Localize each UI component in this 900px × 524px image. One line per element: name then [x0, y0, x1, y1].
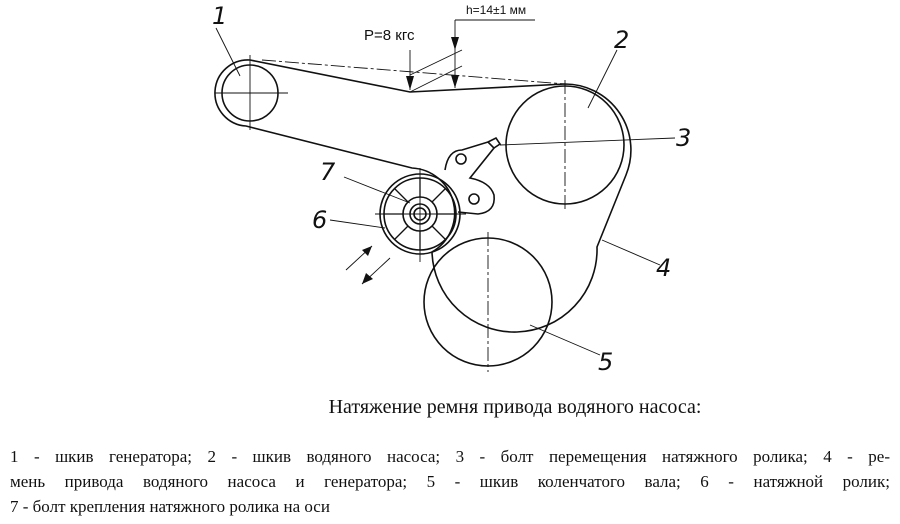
tensioner-bracket: [444, 136, 502, 215]
legend-line: 1 - шкив генератора; 2 - шкив водяного н…: [10, 447, 890, 466]
label-1: 1: [212, 2, 227, 30]
drive-belt: [214, 59, 632, 333]
force-label: P=8 кгс: [364, 27, 415, 44]
label-5: 5: [598, 348, 613, 376]
diagram-caption: Натяжение ремня привода водяного насоса:: [328, 396, 702, 418]
label-7: 7: [320, 158, 336, 186]
label-4: 4: [656, 254, 671, 282]
label-6: 6: [312, 206, 327, 234]
legend: 1 - шкив генератора; 2 - шкив водяного н…: [10, 444, 890, 519]
belt-drive-diagram: 1 2 3 4 5 6 7 P=8 кгс h=14±1 мм: [212, 2, 691, 376]
deflection-label: h=14±1 мм: [466, 3, 526, 17]
legend-line: 7 - болт крепления натяжного ролика на о…: [10, 497, 330, 516]
label-3: 3: [676, 124, 691, 152]
label-2: 2: [614, 26, 629, 54]
legend-line: мень привода водяного насоса и генератор…: [10, 472, 890, 491]
